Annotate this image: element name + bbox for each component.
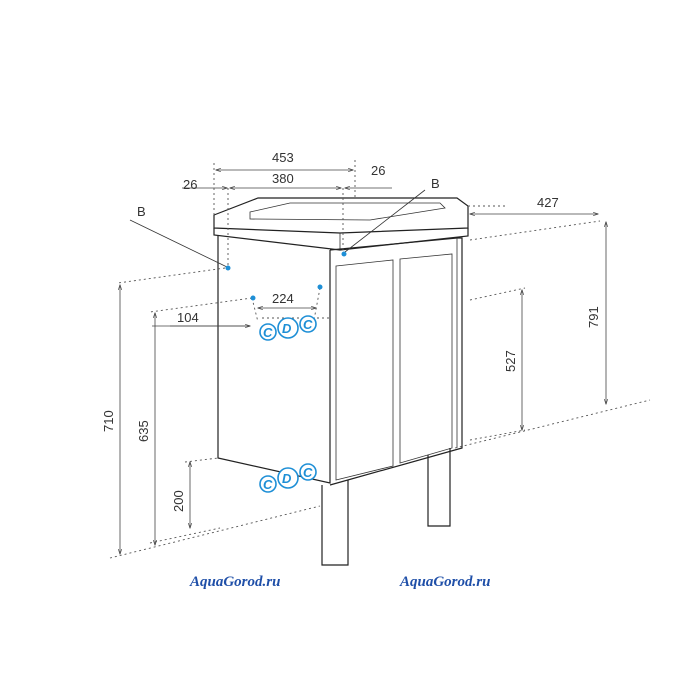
dim-710-label: 710 [101, 410, 116, 432]
cabinet-side-panel [217, 235, 331, 484]
outlet-point-left-low [250, 295, 256, 301]
callout-b-left: B [129, 204, 256, 301]
dim-453-label: 453 [272, 150, 294, 165]
cabinet-front-frame [329, 237, 463, 486]
dim-427-label: 427 [537, 195, 559, 210]
door-left [335, 259, 394, 481]
sink-front-edge [213, 228, 469, 251]
door-right [399, 253, 453, 464]
dim-527-label: 527 [503, 350, 518, 372]
dim-104-label: 104 [177, 310, 199, 325]
dim-791-label: 791 [586, 306, 601, 328]
badge-letter: D [282, 471, 292, 486]
watermark-left: AquaGorod.ru [189, 574, 280, 590]
outlet-point-left [225, 265, 231, 271]
dim-200-label: 200 [171, 490, 186, 512]
dim-26-right-label: 26 [371, 163, 385, 178]
outlet-point-right-low [317, 284, 323, 290]
badge-letter: C [263, 325, 273, 340]
sink-bowl [249, 202, 446, 221]
callout-b-right: B [317, 176, 440, 290]
outlet-point-right [341, 251, 347, 257]
callout-b-left-label: B [137, 204, 146, 219]
badge-letter: C [303, 317, 313, 332]
cdc-badge-lower: C D C [259, 463, 317, 493]
badge-letter: C [263, 477, 273, 492]
dim-224-label: 224 [272, 291, 294, 306]
dim-26-left-label: 26 [183, 177, 197, 192]
reference-lines [109, 160, 651, 559]
cdc-badge-upper: C D C [259, 315, 317, 341]
badge-letter: D [282, 321, 292, 336]
badge-letter: C [303, 465, 313, 480]
dim-380-label: 380 [272, 171, 294, 186]
leg-front-left [321, 480, 349, 566]
sink-top [213, 197, 469, 234]
watermark-right: AquaGorod.ru [399, 574, 490, 590]
vanity-cabinet [213, 197, 469, 566]
callout-b-right-label: B [431, 176, 440, 191]
leg-front-right [427, 448, 451, 527]
dim-635-label: 635 [136, 420, 151, 442]
dimension-lines [120, 170, 606, 554]
dimension-labels: 453 380 26 26 427 224 104 791 527 710 63… [101, 150, 601, 512]
